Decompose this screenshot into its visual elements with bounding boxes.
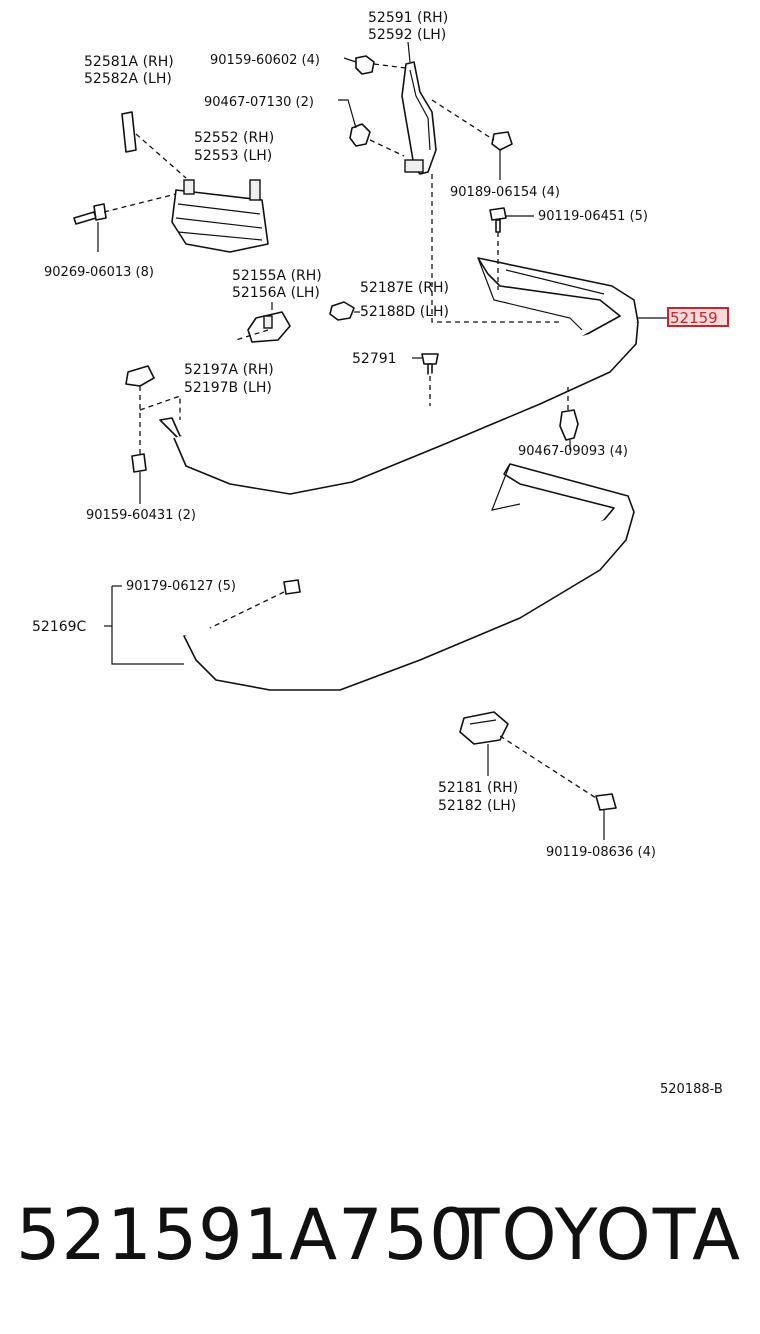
assembly-lines [103, 63, 597, 799]
label-52581a: 52581A (RH) [84, 54, 174, 70]
label-90159-60602: 90159-60602 (4) [210, 53, 320, 68]
label-52592: 52592 (LH) [368, 27, 446, 43]
bolt-90159-60602-drawing [355, 55, 375, 75]
reinforcement-52169c-drawing [183, 463, 635, 691]
label-90269-06013: 90269-06013 (8) [44, 265, 154, 280]
label-52791: 52791 [352, 351, 397, 367]
label-52159[interactable]: 52159 [670, 309, 718, 327]
part-number: 521591A750 [16, 1194, 475, 1276]
bracket-52155a-drawing [247, 311, 291, 343]
screw-90159-60431-drawing [131, 453, 147, 473]
label-90179-06127: 90179-06127 (5) [126, 579, 236, 594]
label-90119-08636: 90119-08636 (4) [546, 845, 656, 860]
screw-90119-06451-drawing [489, 207, 507, 233]
screw-90119-08636-drawing [595, 793, 617, 811]
clip-52197a-drawing [125, 365, 155, 387]
label-52156a: 52156A (LH) [232, 285, 320, 301]
label-90467-09093: 90467-09093 (4) [518, 444, 628, 459]
strip-52581a-drawing [121, 111, 137, 153]
label-90159-60431: 90159-60431 (2) [86, 508, 196, 523]
bumper-cover-52159-drawing [159, 257, 639, 495]
label-52582a: 52582A (LH) [84, 71, 172, 87]
retainer-52552-drawing [171, 179, 269, 253]
label-52182: 52182 (LH) [438, 798, 516, 814]
leader-lines [97, 41, 668, 840]
bolt-90269-drawing [73, 203, 107, 225]
brand-name: TOYOTA [456, 1194, 742, 1276]
pin-52791-drawing [421, 353, 439, 377]
diagram-code: 520188-B [660, 1082, 723, 1097]
label-52155a: 52155A (RH) [232, 268, 322, 284]
label-52553: 52553 (LH) [194, 148, 272, 164]
label-52187e: 52187E (RH) [360, 280, 449, 296]
label-52591: 52591 (RH) [368, 10, 448, 26]
label-90119-06451: 90119-06451 (5) [538, 209, 648, 224]
nut-90189-06154-drawing [491, 131, 513, 151]
clip-90467-07130-drawing [349, 123, 371, 147]
nut-90179-06127-drawing [283, 579, 301, 595]
pin-52188d-drawing [329, 301, 355, 321]
footer-caption: 521591A750 TOYOTA [0, 1190, 760, 1280]
label-52197b: 52197B (LH) [184, 380, 272, 396]
bracket-52591-drawing [401, 61, 437, 175]
label-52197a: 52197A (RH) [184, 362, 274, 378]
label-52169c: 52169C [32, 619, 87, 635]
label-52181: 52181 (RH) [438, 780, 518, 796]
label-52188d: 52188D (LH) [360, 304, 449, 320]
parts-diagram: 52591 (RH) 52592 (LH) 52581A (RH) 52582A… [32, 10, 729, 1097]
label-52552: 52552 (RH) [194, 130, 274, 146]
label-90189-06154: 90189-06154 (4) [450, 185, 560, 200]
bracket-52181-drawing [459, 711, 509, 745]
clip-90467-09093-drawing [559, 409, 579, 441]
highlight-52159[interactable]: 52159 [667, 307, 729, 327]
label-90467-07130: 90467-07130 (2) [204, 95, 314, 110]
